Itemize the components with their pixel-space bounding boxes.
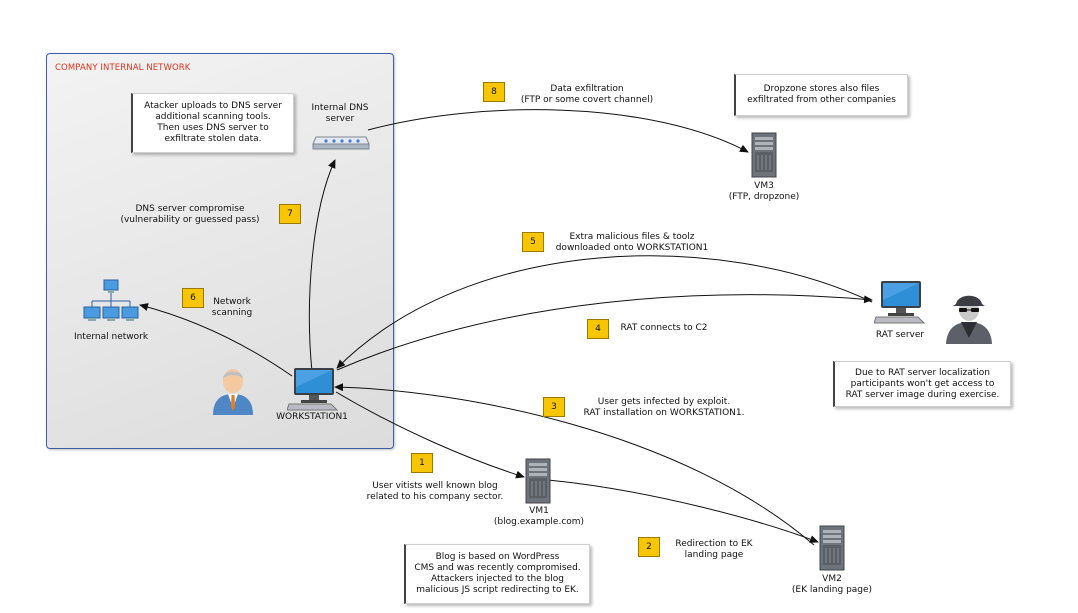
edge-exfiltration	[367, 109, 749, 153]
vm1-label: VM1(blog.example.com)	[493, 506, 585, 527]
dns-server-node	[312, 132, 370, 152]
server-icon	[819, 525, 845, 571]
step-badge-4: 4	[587, 319, 609, 339]
internal-network-label: Internal network	[73, 332, 149, 342]
step-badge-6: 6	[182, 288, 204, 308]
vm2-label: VM2(EK landing page)	[791, 574, 873, 595]
vm2-node	[818, 524, 846, 572]
rat-server-label: RAT server	[875, 330, 925, 340]
edge-extra-files	[336, 255, 873, 369]
router-icon	[312, 136, 370, 150]
network-icon	[83, 279, 139, 321]
user-icon	[213, 369, 253, 415]
monitor-icon	[873, 281, 926, 324]
edge-visit-blog	[335, 391, 525, 479]
workstation-label: WORKSTATION1	[276, 412, 348, 422]
step-label-8: Data exfiltration(FTP or some covert cha…	[520, 84, 654, 105]
workstation-node	[286, 367, 339, 411]
step-badge-3: 3	[543, 397, 565, 417]
workstation-icon	[286, 368, 339, 411]
edge-network-scanning	[139, 303, 293, 377]
step-label-3: User gets infected by exploit.RAT instal…	[583, 397, 745, 418]
vm1-node	[524, 457, 552, 505]
zone-label: COMPANY INTERNAL NETWORK	[55, 63, 191, 73]
step-label-7: DNS server compromise(vulnerability or g…	[120, 204, 260, 225]
step-badge-7: 7	[279, 204, 301, 224]
step-badge-8: 8	[483, 82, 505, 102]
step-badge-5: 5	[522, 232, 544, 252]
step-badge-2: 2	[638, 537, 660, 557]
step-badge-1: 1	[411, 453, 433, 473]
edge-rat-c2	[336, 294, 873, 371]
vm3-node	[750, 131, 778, 179]
vm3-label: VM3(FTP, dropzone)	[728, 181, 800, 202]
server-icon	[751, 132, 777, 178]
hacker-icon	[946, 295, 992, 344]
internal-network-node	[82, 279, 140, 331]
hacker-figure	[944, 290, 994, 344]
server-icon	[525, 458, 551, 504]
rat-server-node	[873, 280, 926, 324]
user-avatar	[210, 363, 256, 415]
edge-exploit	[334, 383, 815, 546]
edge-dns-compromise	[308, 159, 336, 373]
edge-redirect-ek	[547, 479, 819, 543]
step-label-4: RAT connects to C2	[620, 323, 708, 333]
